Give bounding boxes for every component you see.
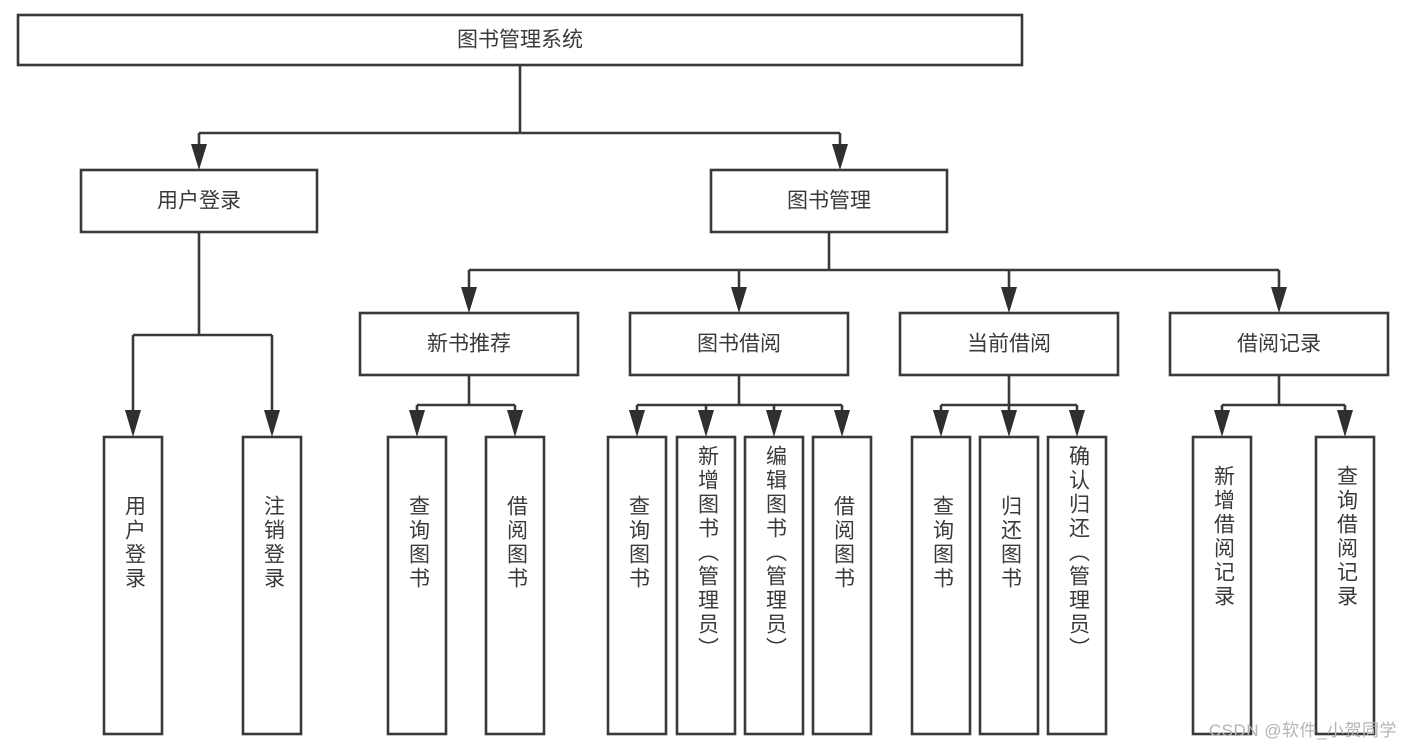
leaf-box-borrow-4[interactable] <box>811 435 873 736</box>
node-borrow-record-label: 借阅记录 <box>1237 333 1321 356</box>
leaf-box-user-login-2[interactable] <box>241 435 303 736</box>
node-book-borrow-box[interactable] <box>628 311 850 377</box>
node-borrow-record-box[interactable] <box>1168 311 1390 377</box>
arrowhead-current-2 <box>1001 410 1017 437</box>
arrowhead-l3-2 <box>731 287 747 313</box>
leaf-box-borrow-1[interactable] <box>606 435 668 736</box>
node-book-manage-box[interactable] <box>709 168 949 234</box>
leaf-box-user-login-1[interactable] <box>102 435 164 736</box>
arrowhead-current-1 <box>933 410 949 437</box>
node-user-login-box[interactable] <box>79 168 319 234</box>
node-current-borrow[interactable]: 当前借阅 <box>898 311 1120 377</box>
arrowhead-record-1 <box>1214 410 1230 437</box>
node-current-borrow-box[interactable] <box>898 311 1120 377</box>
arrowhead-l3-4 <box>1271 287 1287 313</box>
arrowhead-current-3 <box>1069 410 1085 437</box>
leaf-box-record-1[interactable] <box>1191 435 1253 736</box>
node-new-book-recommend-box[interactable] <box>358 311 580 377</box>
arrowhead-borrow-2 <box>698 410 714 437</box>
node-borrow-record[interactable]: 借阅记录 <box>1168 311 1390 377</box>
arrowhead-leaf-user-login-2 <box>264 410 280 437</box>
arrowhead-l3-1 <box>461 287 477 313</box>
arrowhead-borrow-4 <box>834 410 850 437</box>
node-book-borrow[interactable]: 图书借阅 <box>628 311 850 377</box>
leaf-box-borrow-3[interactable] <box>743 435 805 736</box>
node-new-book-recommend-label: 新书推荐 <box>427 333 511 356</box>
leaf-box-recommend-2[interactable] <box>484 435 546 736</box>
leaf-box-current-3[interactable] <box>1046 435 1108 736</box>
arrowhead-l3-3 <box>1001 287 1017 313</box>
node-new-book-recommend[interactable]: 新书推荐 <box>358 311 580 377</box>
node-user-login-label: 用户登录 <box>157 190 241 213</box>
arrowhead-book-manage <box>832 144 848 170</box>
leaf-box-current-1[interactable] <box>910 435 972 736</box>
leaf-box-record-2[interactable] <box>1314 435 1376 736</box>
node-root[interactable]: 图书管理系统 <box>16 13 1024 67</box>
leaf-box-current-2[interactable] <box>978 435 1040 736</box>
leaf-box-recommend-1[interactable] <box>386 435 448 736</box>
node-book-manage[interactable]: 图书管理 <box>709 168 949 234</box>
node-root-label: 图书管理系统 <box>457 29 583 52</box>
arrowhead-rec-1 <box>409 410 425 437</box>
arrowhead-rec-2 <box>507 410 523 437</box>
node-user-login[interactable]: 用户登录 <box>79 168 319 234</box>
node-book-borrow-label: 图书借阅 <box>697 333 781 356</box>
arrowhead-borrow-1 <box>629 410 645 437</box>
watermark-label: CSDN @软件_小贺同学 <box>1208 721 1397 740</box>
node-book-manage-label: 图书管理 <box>787 190 871 213</box>
connector-group <box>125 65 1353 437</box>
arrowhead-leaf-user-login-1 <box>125 410 141 437</box>
node-root-box[interactable] <box>16 13 1024 67</box>
arrowhead-borrow-3 <box>766 410 782 437</box>
arrowhead-record-2 <box>1337 410 1353 437</box>
leaf-box-borrow-2[interactable] <box>675 435 737 736</box>
node-current-borrow-label: 当前借阅 <box>967 333 1051 356</box>
arrowhead-user-login <box>191 144 207 170</box>
